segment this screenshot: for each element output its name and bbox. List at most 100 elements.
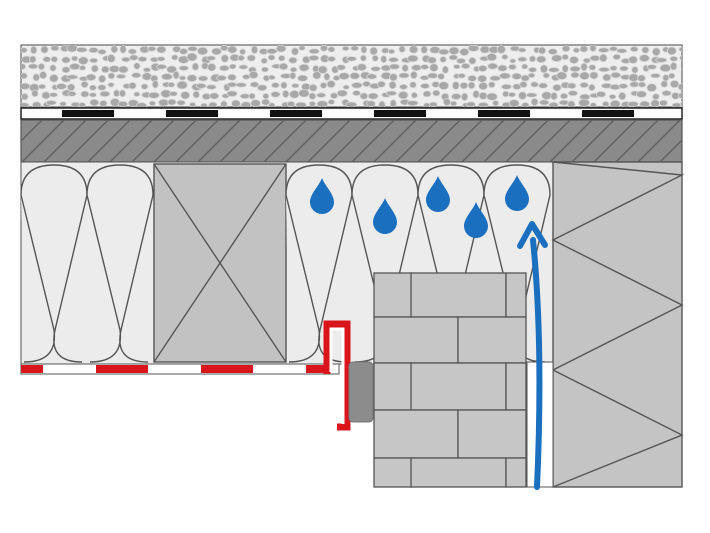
gravel-stone: [38, 83, 47, 90]
gravel-stone: [511, 72, 522, 80]
gravel-stone: [669, 80, 680, 89]
gravel-stone: [595, 91, 607, 98]
gravel-stone: [370, 66, 381, 72]
gravel-stone: [117, 100, 128, 107]
gravel-stone: [628, 55, 638, 64]
hatch-line: [527, 120, 571, 162]
gravel-stone: [211, 47, 222, 56]
gravel-stone: [598, 47, 610, 53]
gravel-stone: [659, 99, 668, 107]
gravel-stone: [561, 53, 569, 61]
gravel-stone: [137, 56, 148, 63]
gravel-stone: [466, 101, 476, 107]
hatch-line: [461, 120, 505, 162]
gravel-stone: [639, 54, 650, 63]
gravel-stone: [78, 102, 87, 107]
gravel-stone: [567, 100, 576, 107]
water-drop-icon: [464, 202, 488, 238]
gravel-stone: [369, 46, 378, 56]
gravel-stone: [528, 66, 538, 73]
gravel-stone: [489, 75, 502, 82]
gravel-stone: [316, 92, 327, 98]
gravel-stone: [317, 65, 328, 74]
gravel-stone: [308, 83, 318, 92]
gravel-stone: [508, 63, 517, 71]
gravel-stone: [27, 63, 39, 70]
gravel-stone: [496, 45, 506, 54]
gravel-stone: [67, 90, 77, 97]
gravel-stone: [297, 74, 309, 82]
gravel-stone: [410, 70, 418, 80]
gravel-stone: [631, 66, 639, 74]
gravel-stone: [646, 64, 657, 70]
brick: [410, 272, 507, 318]
gravel-stone: [619, 65, 629, 72]
gravel-stone: [487, 62, 499, 70]
gravel-stone: [250, 45, 259, 55]
gravel-stone: [308, 54, 320, 62]
hatch-line: [87, 120, 131, 162]
gravel-stone: [260, 57, 268, 64]
gravel-stone: [282, 90, 290, 99]
gravel-stone: [461, 62, 471, 70]
gravel-stone: [460, 92, 469, 101]
gravel-stone: [32, 73, 40, 82]
gravel-stone: [220, 100, 228, 107]
gravel-stone: [388, 56, 399, 63]
hatch-line: [615, 120, 659, 162]
water-drop-icon: [505, 175, 529, 211]
gravel-stone: [578, 98, 590, 107]
gravel-stone: [280, 81, 288, 89]
gravel-stone: [136, 102, 148, 107]
gravel-stone: [467, 81, 476, 90]
gravel-stone: [589, 102, 597, 107]
gravel-stone: [680, 100, 682, 107]
gravel-stone: [659, 63, 672, 73]
gravel-stone: [366, 73, 378, 80]
gravel-stone: [588, 83, 596, 92]
gravel-stone: [351, 82, 363, 89]
gravel-stone: [329, 92, 338, 100]
gravel-stone: [148, 91, 160, 99]
gravel-stone: [681, 68, 682, 71]
hatch-line: [417, 120, 461, 162]
gravel-stone: [319, 82, 328, 89]
gravel-stone: [50, 55, 58, 63]
gravel-stone: [548, 101, 559, 107]
gravel-stone: [327, 56, 337, 63]
hatch-line: [505, 120, 549, 162]
gravel-stone: [249, 81, 260, 88]
gravel-stone: [602, 101, 610, 107]
gravel-stone: [107, 82, 115, 88]
gravel-stone: [652, 93, 660, 100]
brick: [410, 457, 507, 488]
gravel-stone: [539, 64, 549, 74]
gravel-stone: [628, 73, 639, 82]
gravel-stone: [99, 100, 108, 107]
gravel-stone: [541, 91, 552, 100]
gravel-stone: [39, 70, 48, 80]
gravel-stone: [389, 99, 397, 107]
gravel-stone: [378, 100, 386, 107]
gravel-stone: [451, 93, 462, 100]
gravel-stone: [78, 56, 89, 65]
gravel-stone: [609, 46, 618, 52]
gravel-stone: [227, 73, 237, 81]
brick: [373, 362, 413, 411]
gravel-stone: [527, 72, 536, 79]
gravel-stone: [678, 46, 682, 53]
gravel-stone: [61, 56, 71, 64]
gravel-stone: [116, 73, 127, 80]
gravel-stone: [229, 63, 237, 70]
gravel-stone: [420, 83, 430, 90]
gravel-stone: [308, 92, 317, 100]
gravel-stone: [449, 100, 458, 107]
gravel-stone: [655, 57, 668, 63]
gravel-stone: [498, 72, 511, 80]
hatch-line: [263, 120, 307, 162]
hatch-line: [351, 120, 395, 162]
gravel-stone: [468, 56, 477, 65]
gravel-stone: [682, 74, 691, 81]
gravel-stone: [668, 72, 676, 80]
gravel-stone: [151, 80, 159, 89]
